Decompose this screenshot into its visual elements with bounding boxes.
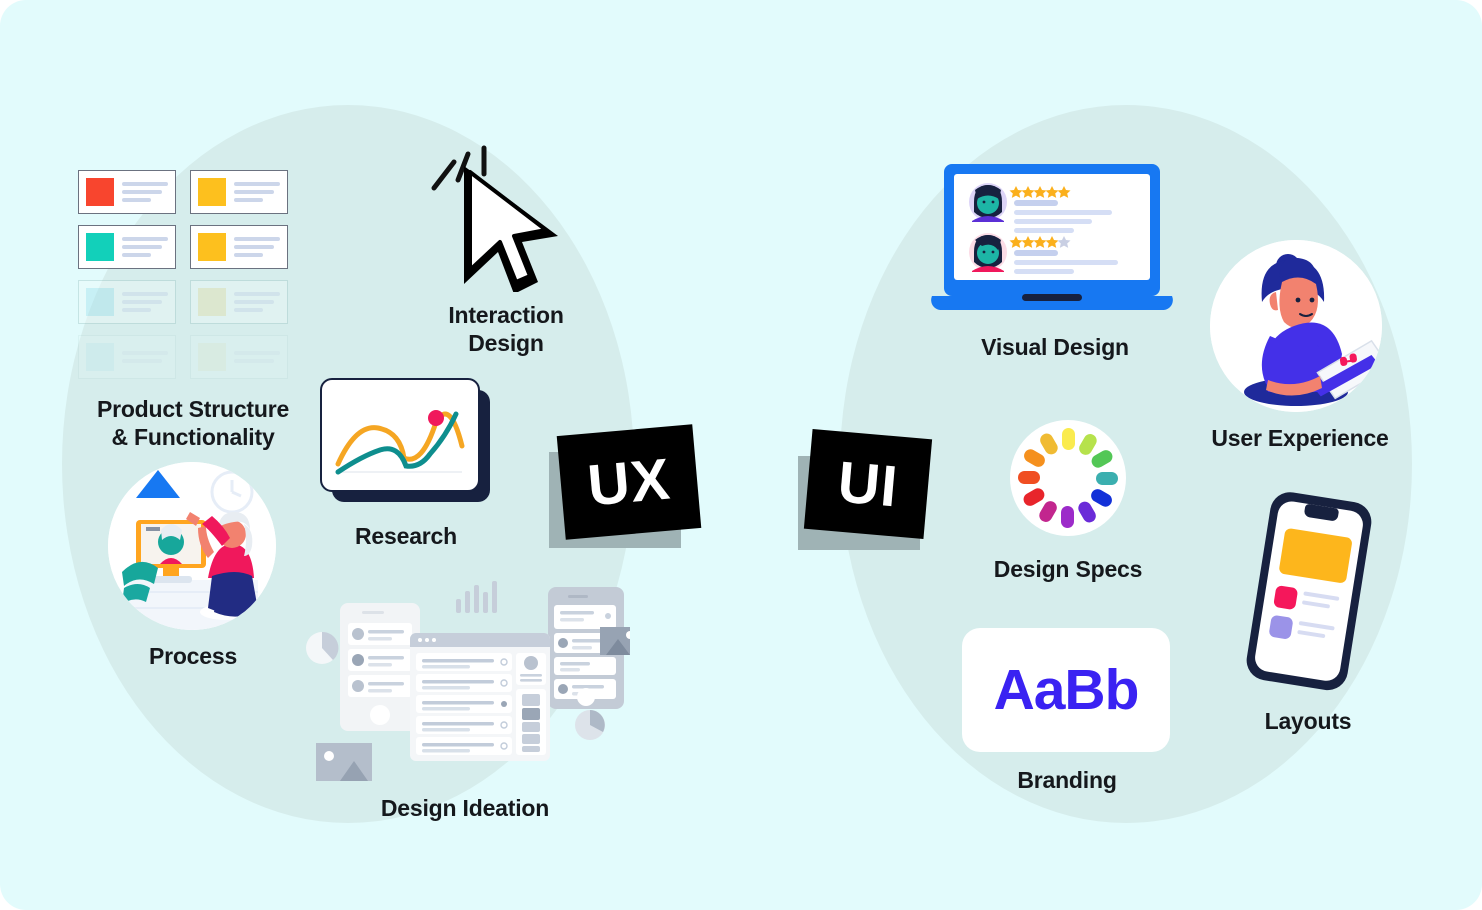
laptop-reviews-icon	[931, 164, 1173, 311]
pie-chart-small-left	[306, 631, 339, 664]
ui-badge: UI	[798, 428, 938, 560]
smartphone-layout-icon	[1246, 492, 1372, 691]
ux-badge: UX	[545, 424, 705, 560]
product-structure-card	[78, 225, 176, 269]
text-lines	[234, 182, 280, 202]
image-placeholder-right	[600, 627, 636, 655]
product-structure-card	[190, 280, 288, 324]
product-structure-card	[78, 170, 176, 214]
node-user-experience: User Experience	[1210, 240, 1390, 452]
text-lines	[122, 292, 168, 312]
color-swatch	[86, 178, 114, 206]
text-lines	[234, 292, 280, 312]
node-research: Research	[320, 378, 500, 550]
node-process: Process	[108, 462, 278, 670]
color-swatch	[86, 343, 114, 371]
text-lines	[234, 351, 280, 363]
data-point-marker	[428, 410, 444, 426]
ux-badge-card: UX	[556, 424, 702, 540]
text-lines	[122, 351, 168, 363]
node-label-design-specs: Design Specs	[993, 556, 1143, 582]
text-lines	[122, 182, 168, 202]
star-rating-4	[1009, 236, 1071, 248]
cursor-arrow-3d-icon	[431, 145, 558, 294]
color-swatch	[86, 233, 114, 261]
node-label-process: Process	[148, 643, 238, 669]
node-label-design-ideation: Design Ideation	[380, 795, 550, 821]
node-interaction-design: Interaction Design	[406, 144, 606, 357]
color-swatch	[198, 233, 226, 261]
node-label-interaction-design: Interaction Design	[448, 302, 564, 357]
ux-badge-text: UX	[585, 446, 673, 518]
research-chart-card	[320, 378, 480, 492]
person-at-monitor-illustration	[108, 462, 276, 630]
color-swatch	[86, 288, 114, 316]
bar-chart-icon	[456, 581, 497, 613]
text-lines	[234, 237, 280, 257]
star-rating-5	[1009, 186, 1071, 198]
node-label-product-structure: Product Structure & Functionality	[96, 396, 290, 451]
image-placeholder-bottom-left	[316, 743, 372, 781]
wireframe-mockups-illustration	[306, 581, 636, 781]
node-layouts: Layouts	[1218, 486, 1398, 735]
color-swatch	[198, 178, 226, 206]
product-structure-card	[190, 225, 288, 269]
ui-badge-card: UI	[803, 428, 933, 540]
color-swatch	[198, 343, 226, 371]
node-product-structure: Product Structure & Functionality	[78, 170, 308, 451]
node-label-research: Research	[355, 523, 457, 549]
product-structure-card-grid	[78, 170, 308, 379]
node-design-specs: Design Specs	[994, 418, 1142, 583]
ui-badge-text: UI	[835, 449, 901, 519]
node-label-user-experience: User Experience	[1211, 425, 1389, 451]
line-chart-icon	[335, 410, 465, 475]
node-branding: AaBb Branding	[962, 628, 1172, 794]
text-lines	[122, 237, 168, 257]
product-structure-card	[78, 280, 176, 324]
node-label-visual-design: Visual Design	[981, 334, 1129, 360]
browser-list-rows	[416, 653, 512, 755]
pie-chart-small-right	[575, 710, 605, 740]
branding-sample-text: AaBb	[993, 658, 1140, 722]
color-wheel-icon	[1010, 420, 1126, 536]
product-structure-card	[190, 335, 288, 379]
node-design-ideation: Design Ideation	[300, 575, 636, 822]
color-swatch	[198, 288, 226, 316]
branding-type-card: AaBb	[962, 628, 1170, 752]
product-structure-card	[78, 335, 176, 379]
woman-with-laptop-illustration	[1210, 240, 1382, 412]
product-structure-card	[190, 170, 288, 214]
node-visual-design: Visual Design	[930, 160, 1180, 361]
node-label-layouts: Layouts	[1264, 708, 1352, 734]
node-label-branding: Branding	[1017, 767, 1117, 793]
